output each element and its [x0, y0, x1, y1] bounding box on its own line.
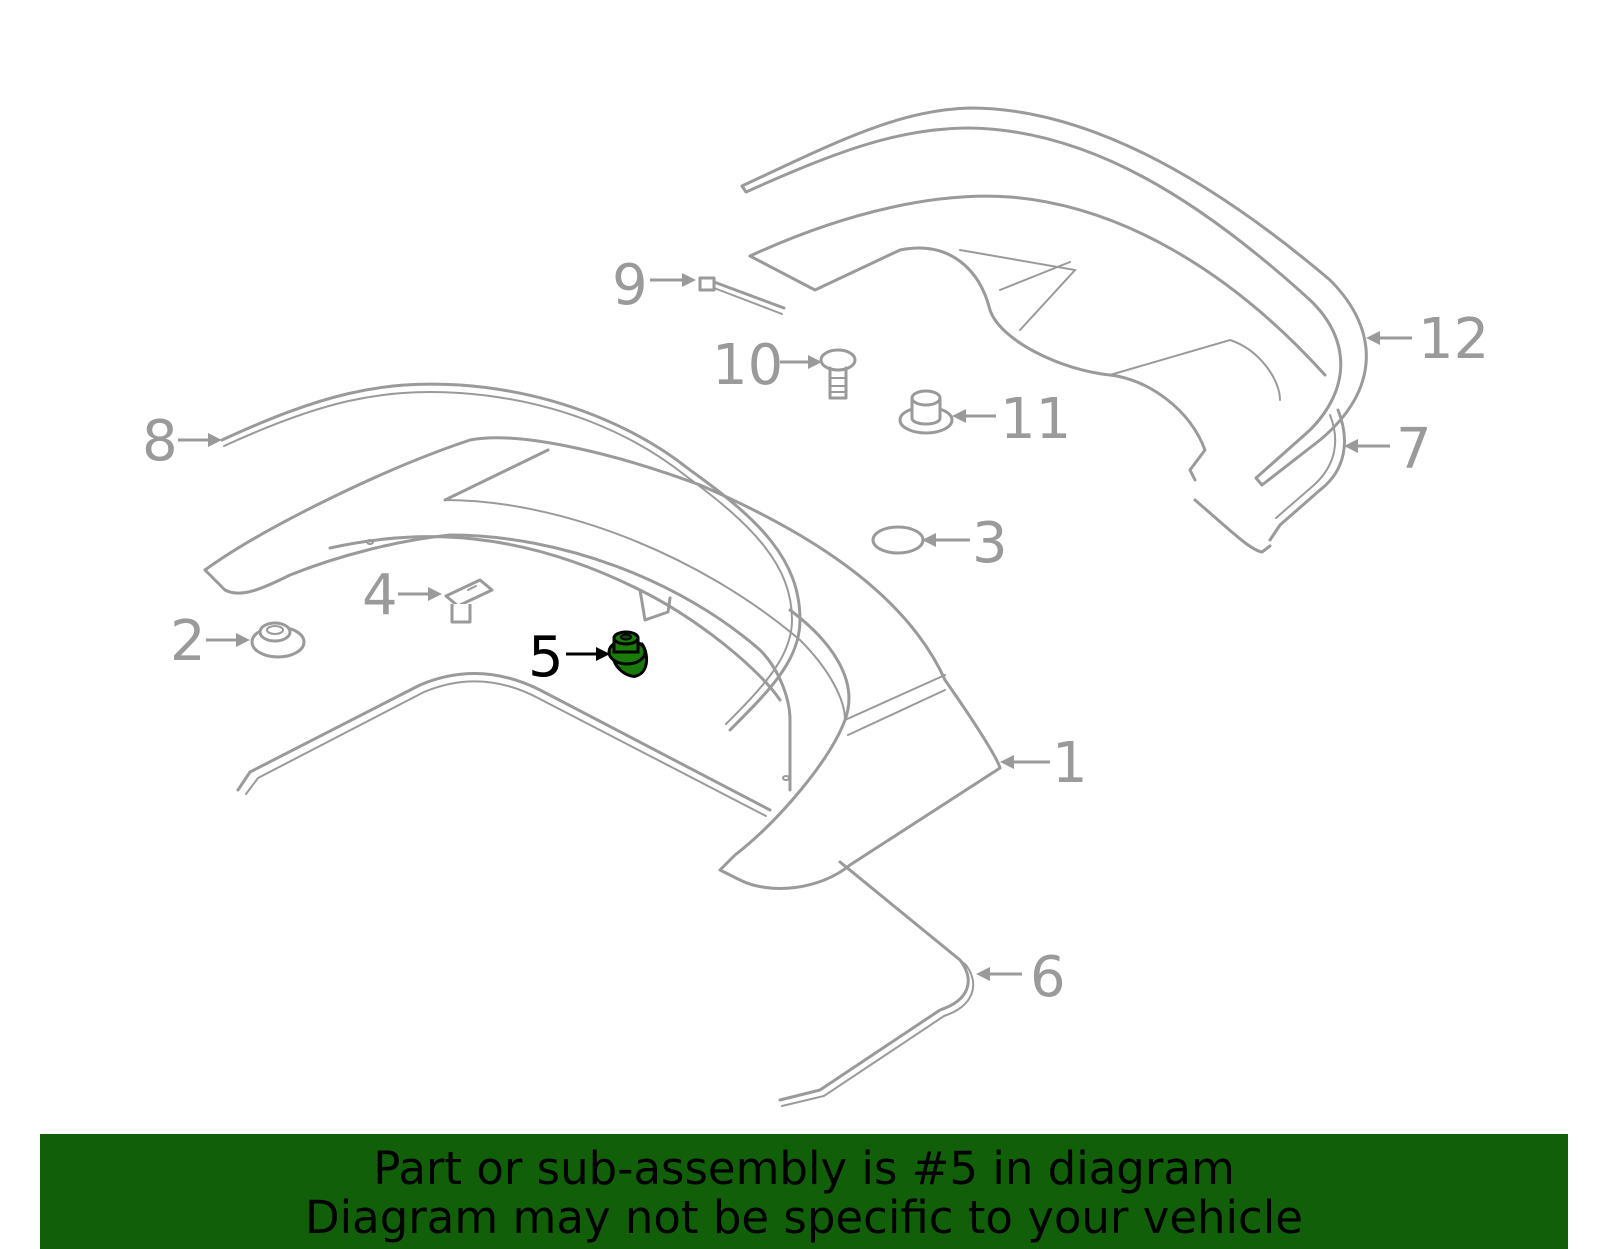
callout-label-6: 6 [1030, 945, 1066, 1010]
callout-4: 4 [362, 563, 442, 628]
callout-2: 2 [170, 609, 250, 674]
callout-7: 7 [1344, 417, 1432, 482]
callout-8: 8 [142, 409, 222, 474]
part-12-rear-cover [740, 106, 1368, 554]
callout-5: 5 [528, 625, 610, 690]
callout-label-8: 8 [142, 409, 178, 474]
callout-6: 6 [976, 945, 1066, 1010]
callout-3: 3 [922, 511, 1008, 576]
part-11-nut [898, 389, 954, 435]
callout-label-4: 4 [362, 563, 398, 628]
part-6-lower-seal [236, 672, 975, 1107]
callout-label-12: 12 [1418, 307, 1489, 372]
callout-label-9: 9 [612, 253, 648, 318]
part-1-front-cover [203, 436, 1002, 890]
part-4-clip [444, 578, 494, 624]
banner-line-disclaimer: Diagram may not be specific to your vehi… [305, 1191, 1303, 1244]
part-10-screw [819, 348, 857, 400]
callout-10: 10 [712, 333, 822, 398]
callout-label-7: 7 [1396, 417, 1432, 482]
callout-12: 12 [1366, 307, 1489, 372]
part-5-fastener-highlighted [607, 630, 648, 678]
part-9-strip [698, 276, 786, 315]
callout-label-10: 10 [712, 333, 783, 398]
callout-label-3: 3 [972, 511, 1008, 576]
part-2-nut [250, 621, 306, 659]
part-7-seal-strip [1268, 408, 1346, 542]
part-3-ring [871, 525, 925, 555]
callout-label-1: 1 [1052, 731, 1088, 796]
callout-9: 9 [612, 253, 696, 318]
callout-11: 11 [952, 387, 1071, 452]
callout-1: 1 [1000, 731, 1088, 796]
callout-label-2: 2 [170, 609, 206, 674]
callout-label-11: 11 [1000, 387, 1071, 452]
callout-label-5: 5 [528, 625, 564, 690]
banner-line-part: Part or sub-assembly is #5 in diagram [373, 1142, 1235, 1195]
info-banner: Part or sub-assembly is #5 in diagram Di… [40, 1134, 1568, 1249]
